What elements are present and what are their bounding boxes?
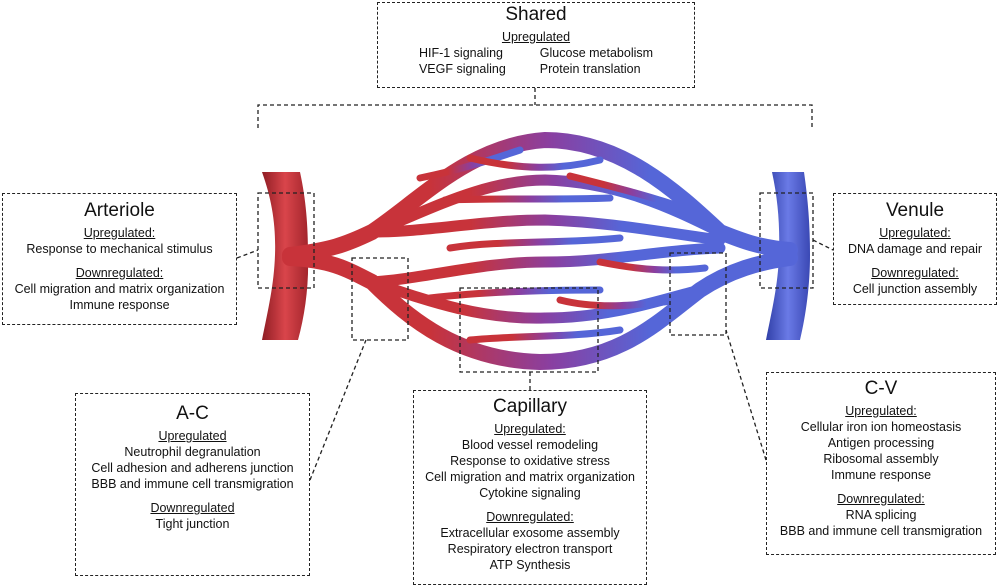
cv-title: C-V xyxy=(864,378,898,399)
arteriole-box: Arteriole Upregulated: Response to mecha… xyxy=(2,193,237,325)
capillary-network xyxy=(282,131,798,371)
cv-up-item: Cellular iron ion homeostasis xyxy=(800,420,962,434)
connector-lines xyxy=(236,88,834,481)
shared-columns: HIF-1 signaling VEGF signaling Glucose m… xyxy=(378,45,694,77)
arteriole-upregulated-heading: Upregulated: xyxy=(83,226,156,240)
cv-downregulated-heading: Downregulated: xyxy=(837,492,925,506)
arteriole-up-item: Response to mechanical stimulus xyxy=(26,242,213,256)
cv-region-box xyxy=(669,252,727,336)
shared-item: VEGF signaling xyxy=(418,62,506,76)
region-indicators xyxy=(257,192,814,373)
cv-up-item: Immune response xyxy=(830,468,932,482)
ac-up-item: Neutrophil degranulation xyxy=(124,445,261,459)
capillary-upregulated-heading: Upregulated: xyxy=(494,422,566,436)
venule-title: Venule xyxy=(885,200,945,221)
capillary-up-item: Blood vessel remodeling xyxy=(461,438,599,452)
capillary-up-item: Response to oxidative stress xyxy=(450,454,610,468)
cv-connector xyxy=(725,329,767,461)
shared-item: HIF-1 signaling xyxy=(418,46,504,60)
shared-column-left: HIF-1 signaling VEGF signaling xyxy=(419,45,506,77)
arteriole-downregulated-heading: Downregulated: xyxy=(75,266,164,280)
arteriole-down-item: Immune response xyxy=(69,298,170,312)
capillary-region-box xyxy=(459,287,599,373)
capillary-down-item: Respiratory electron transport xyxy=(447,542,613,556)
venule-region-box xyxy=(759,192,814,289)
capillary-down-item: Extracellular exosome assembly xyxy=(440,526,620,540)
cv-up-item: Ribosomal assembly xyxy=(823,452,939,466)
arteriole-region-box xyxy=(257,192,315,289)
shared-upregulated-heading: Upregulated xyxy=(501,30,571,44)
venule-connector xyxy=(812,239,834,251)
shared-box: Shared Upregulated HIF-1 signaling VEGF … xyxy=(377,2,695,88)
capillary-box: Capillary Upregulated: Blood vessel remo… xyxy=(413,390,647,585)
capillary-up-item: Cytokine signaling xyxy=(479,486,581,500)
shared-title: Shared xyxy=(505,4,567,25)
cv-down-item: BBB and immune cell transmigration xyxy=(779,524,983,538)
ac-title: A-C xyxy=(176,403,209,424)
shared-bracket-connector xyxy=(257,88,813,128)
arteriole-connector xyxy=(236,249,259,259)
ac-region-box xyxy=(351,257,409,341)
ac-box: A-C Upregulated Neutrophil degranulation… xyxy=(75,393,310,576)
capillary-title: Capillary xyxy=(493,396,567,417)
venule-down-item: Cell junction assembly xyxy=(852,282,978,296)
ac-connector xyxy=(309,339,367,481)
ac-downregulated-heading: Downregulated xyxy=(150,501,235,515)
arteriole-down-item: Cell migration and matrix organization xyxy=(14,282,225,296)
venule-downregulated-heading: Downregulated: xyxy=(871,266,959,280)
ac-up-item: BBB and immune cell transmigration xyxy=(91,477,294,491)
ac-up-item: Cell adhesion and adherens junction xyxy=(91,461,294,475)
cv-up-item: Antigen processing xyxy=(827,436,935,450)
ac-down-item: Tight junction xyxy=(155,517,230,531)
capillary-down-item: ATP Synthesis xyxy=(489,558,571,572)
ac-upregulated-heading: Upregulated xyxy=(158,429,227,443)
shared-item: Glucose metabolism xyxy=(539,46,654,60)
arteriole-title: Arteriole xyxy=(84,200,155,221)
shared-column-right: Glucose metabolism Protein translation xyxy=(528,45,653,77)
capillary-up-item: Cell migration and matrix organization xyxy=(425,470,635,484)
capillary-downregulated-heading: Downregulated: xyxy=(486,510,574,524)
venule-box: Venule Upregulated: DNA damage and repai… xyxy=(833,193,997,305)
venule-up-item: DNA damage and repair xyxy=(847,242,983,256)
cv-upregulated-heading: Upregulated: xyxy=(845,404,917,418)
shared-item: Protein translation xyxy=(539,62,641,76)
cv-down-item: RNA splicing xyxy=(845,508,917,522)
cv-box: C-V Upregulated: Cellular iron ion homeo… xyxy=(766,372,996,555)
venule-upregulated-heading: Upregulated: xyxy=(879,226,951,240)
